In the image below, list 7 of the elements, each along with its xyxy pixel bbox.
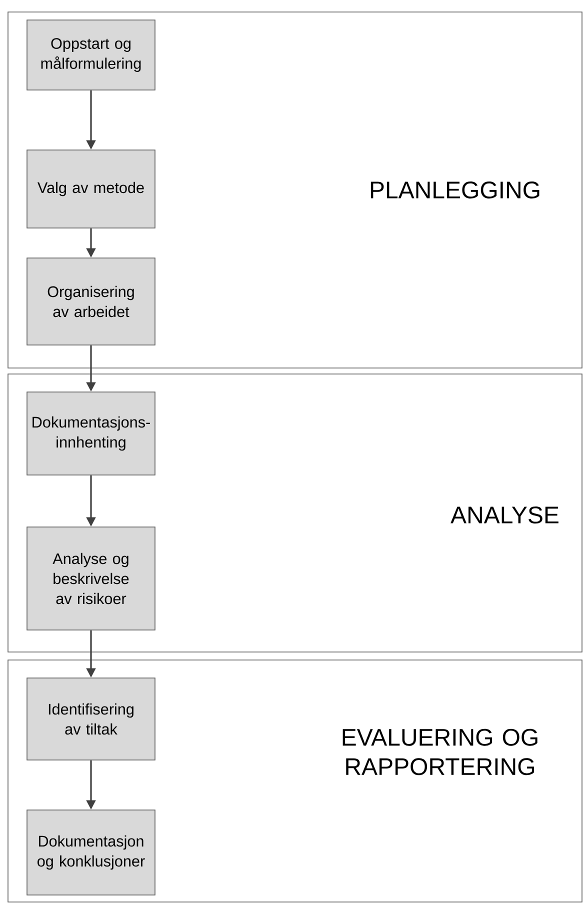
process-box: Dokumentasjon og konklusjoner xyxy=(26,810,156,896)
process-box: Identifisering av tiltak xyxy=(26,678,156,760)
process-box: Organisering av arbeidet xyxy=(26,258,156,346)
process-box: Analyse og beskrivelse av risikoer xyxy=(26,526,156,630)
process-box: Dokumentasjons- innhenting xyxy=(26,392,156,476)
process-box: Oppstart og målformulering xyxy=(26,20,156,90)
process-box: Valg av metode xyxy=(26,150,156,228)
